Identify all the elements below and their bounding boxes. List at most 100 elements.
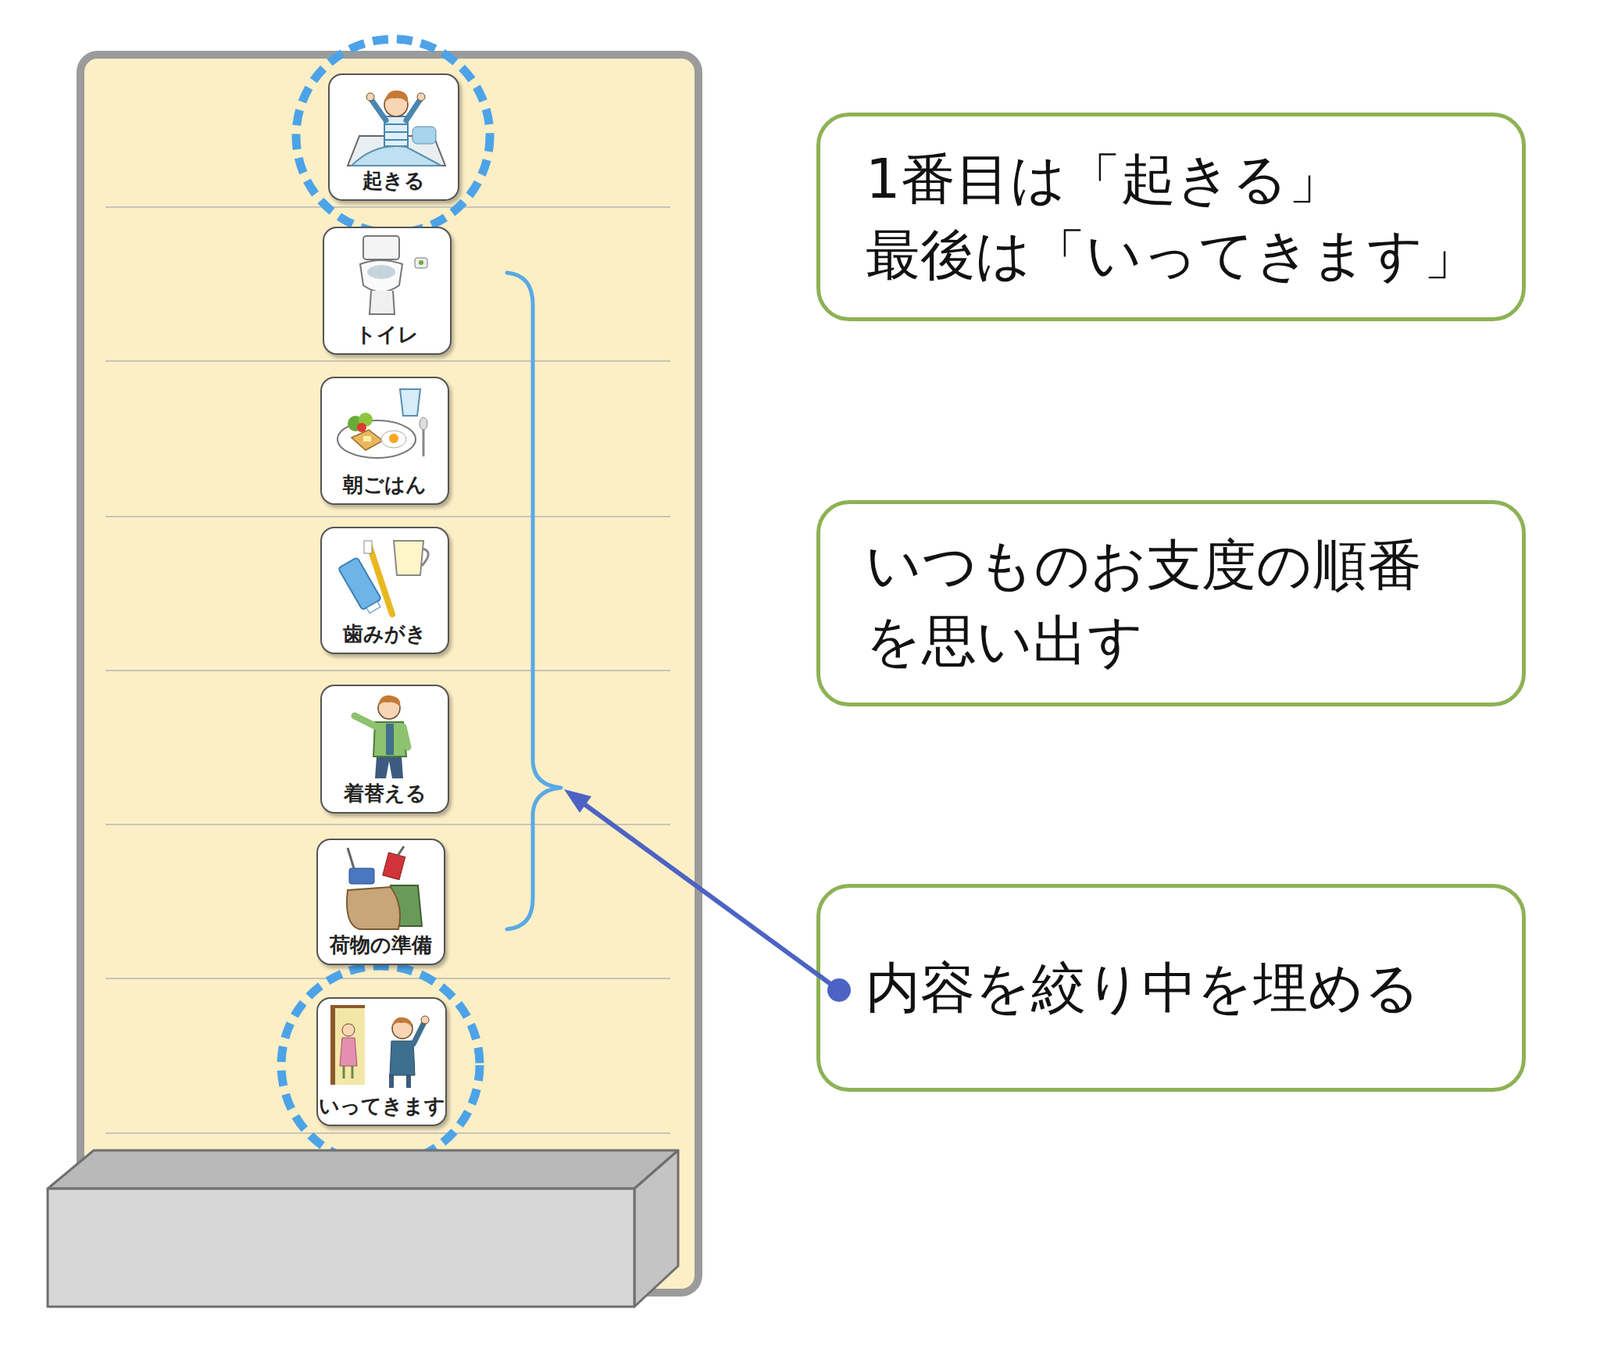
board-rule-line <box>105 207 671 1133</box>
breakfast-illustration <box>419 417 428 430</box>
toilet-illustration <box>360 235 428 315</box>
packing-illustration <box>382 852 406 880</box>
dashed-highlight-circle <box>281 39 490 1165</box>
card-label: 荷物の準備 <box>329 933 433 957</box>
dressing-illustration <box>385 723 394 755</box>
pointer-arrow <box>584 803 840 990</box>
picture-card: いってきます <box>316 996 447 1126</box>
packing-illustration <box>346 886 400 929</box>
toothbrush-illustration <box>366 601 381 614</box>
board-rule-line <box>105 515 671 518</box>
note-box: いつものお支度の順番 を思い出す <box>816 500 1526 707</box>
breakfast-illustration <box>337 389 428 458</box>
card-tray <box>47 1188 635 1307</box>
card-label: トイレ <box>355 323 419 347</box>
text-group: 起きる <box>362 169 425 193</box>
picture-card: 着替える <box>320 684 450 814</box>
leaving-illustration <box>413 1021 425 1044</box>
leaving-illustration <box>330 1004 429 1088</box>
wake-up-illustration <box>371 99 421 121</box>
toothbrush-illustration <box>338 540 429 616</box>
pointer-arrow <box>827 978 851 1002</box>
leaving-illustration <box>392 1017 412 1027</box>
card-tray <box>47 1150 679 1189</box>
note-box: 1番目は「起きる」 最後は「いってきます」 <box>816 112 1526 322</box>
dressing-illustration <box>354 715 377 727</box>
pointer-arrow <box>564 789 851 1002</box>
card-label: 朝ごはん <box>342 473 427 497</box>
toilet-illustration <box>418 260 424 265</box>
toothbrush-illustration <box>338 557 382 611</box>
leaving-illustration <box>421 1015 429 1024</box>
breakfast-illustration <box>351 429 383 450</box>
dressing-illustration <box>354 695 408 779</box>
toothbrush-illustration <box>338 557 385 616</box>
text-group: いつものお支度の順番 を思い出す <box>865 527 1491 679</box>
leaving-illustration <box>343 1065 353 1079</box>
leaving-illustration <box>392 1017 413 1039</box>
note-text: 1番目は「起きる」 最後は「いってきます」 <box>865 141 1491 293</box>
board-rule-line <box>105 977 671 979</box>
schedule-board <box>80 54 699 1293</box>
picture-card: 荷物の準備 <box>316 838 446 965</box>
curly-bracket <box>507 272 561 929</box>
breakfast-illustration <box>389 433 399 443</box>
schedule-board <box>80 54 699 1293</box>
text-group: 歯みがき <box>342 622 427 646</box>
text-group: 荷物の準備 <box>329 933 433 957</box>
card-label: 歯みがき <box>342 622 427 646</box>
packing-illustration <box>349 867 375 884</box>
board-rule-line <box>105 669 671 672</box>
breakfast-illustration <box>357 422 367 433</box>
picture-card: 朝ごはん <box>320 376 450 505</box>
wake-up-illustration <box>347 135 446 166</box>
breakfast-illustration <box>422 426 425 457</box>
wake-up-illustration <box>384 124 408 140</box>
toilet-illustration <box>363 235 400 260</box>
text-group: 朝ごはん <box>342 473 427 497</box>
text-group: いってきます <box>318 1094 446 1118</box>
leaving-illustration <box>389 1040 415 1075</box>
wake-up-illustration <box>384 116 408 147</box>
breakfast-illustration <box>400 389 421 416</box>
dressing-illustration <box>403 726 408 747</box>
breakfast-illustration <box>358 412 373 427</box>
toothbrush-illustration <box>393 540 424 575</box>
wake-up-illustration <box>412 126 436 144</box>
picture-card: トイレ <box>322 226 452 355</box>
dressing-illustration <box>373 721 407 757</box>
note-text: いつものお支度の順番 を思い出す <box>865 527 1491 679</box>
toilet-illustration <box>367 264 396 279</box>
leaving-illustration <box>330 1004 365 1085</box>
text-group: 1番目は「起きる」 最後は「いってきます」 <box>865 141 1491 293</box>
card-tray <box>47 1150 679 1307</box>
wake-up-illustration <box>366 92 375 101</box>
board-rule-line <box>105 823 671 825</box>
wake-up-illustration <box>384 90 408 104</box>
leaving-illustration <box>342 1023 355 1036</box>
breakfast-illustration <box>337 420 416 458</box>
toothbrush-illustration <box>364 540 372 554</box>
pointer-arrow <box>564 789 592 813</box>
leaving-illustration <box>339 1037 358 1066</box>
picture-card: 起きる <box>328 73 460 201</box>
note-text: 内容を絞り中を埋める <box>865 950 1421 1026</box>
packing-illustration <box>382 852 406 880</box>
note-box: 内容を絞り中を埋める <box>816 883 1526 1092</box>
wake-up-illustration <box>351 146 442 166</box>
dressing-illustration <box>378 695 400 707</box>
dashed-highlight-circle <box>296 39 490 233</box>
packing-illustration <box>346 846 422 929</box>
dashed-highlight-circle <box>281 965 480 1165</box>
leaving-illustration <box>335 1007 365 1085</box>
curly-bracket <box>507 272 561 929</box>
breakfast-illustration <box>363 435 372 442</box>
board-rule-line <box>105 1132 671 1134</box>
card-tray <box>634 1150 679 1307</box>
dressing-illustration <box>378 696 400 719</box>
packing-illustration <box>388 885 422 926</box>
text-group: トイレ <box>355 323 419 347</box>
picture-card: 歯みがき <box>320 526 450 654</box>
